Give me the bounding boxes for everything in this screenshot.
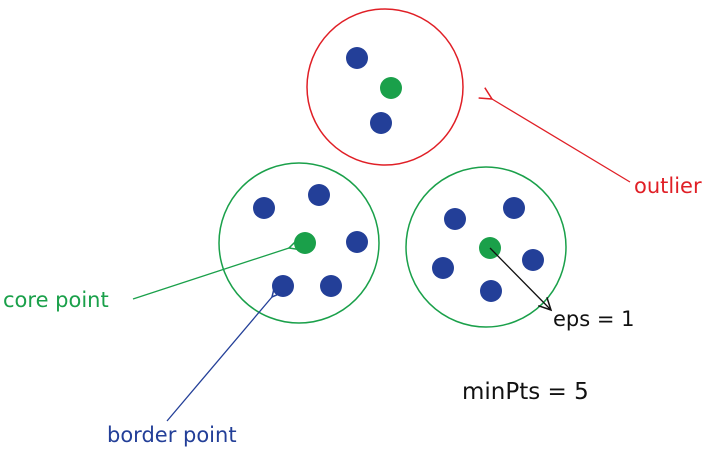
border-point	[253, 197, 275, 219]
border-point	[522, 249, 544, 271]
border-point	[444, 208, 466, 230]
border-point	[320, 275, 342, 297]
border-point-label: border point	[107, 423, 237, 447]
border-point	[346, 231, 368, 253]
outlier-label: outlier	[634, 174, 702, 198]
border-point	[432, 257, 454, 279]
min-pts-label: minPts = 5	[462, 379, 589, 405]
arrow-to-core-point-icon	[132, 238, 303, 300]
core-point-label: core point	[3, 288, 109, 312]
border-point	[308, 184, 330, 206]
eps-label: eps = 1	[553, 307, 635, 331]
outlier-neighborhood-circle	[306, 8, 464, 166]
left-cluster-neighborhood-circle	[218, 162, 380, 324]
border-point	[370, 112, 392, 134]
arrow-to-outlier-icon	[478, 87, 631, 183]
core-point	[294, 232, 316, 254]
eps-radius-arrow-icon	[489, 247, 553, 312]
right-cluster-neighborhood-circle	[405, 166, 567, 328]
border-point	[272, 275, 294, 297]
border-point	[503, 197, 525, 219]
core-point	[380, 77, 402, 99]
arrow-to-border-point-icon	[166, 283, 285, 422]
border-point	[346, 47, 368, 69]
border-point	[480, 280, 502, 302]
